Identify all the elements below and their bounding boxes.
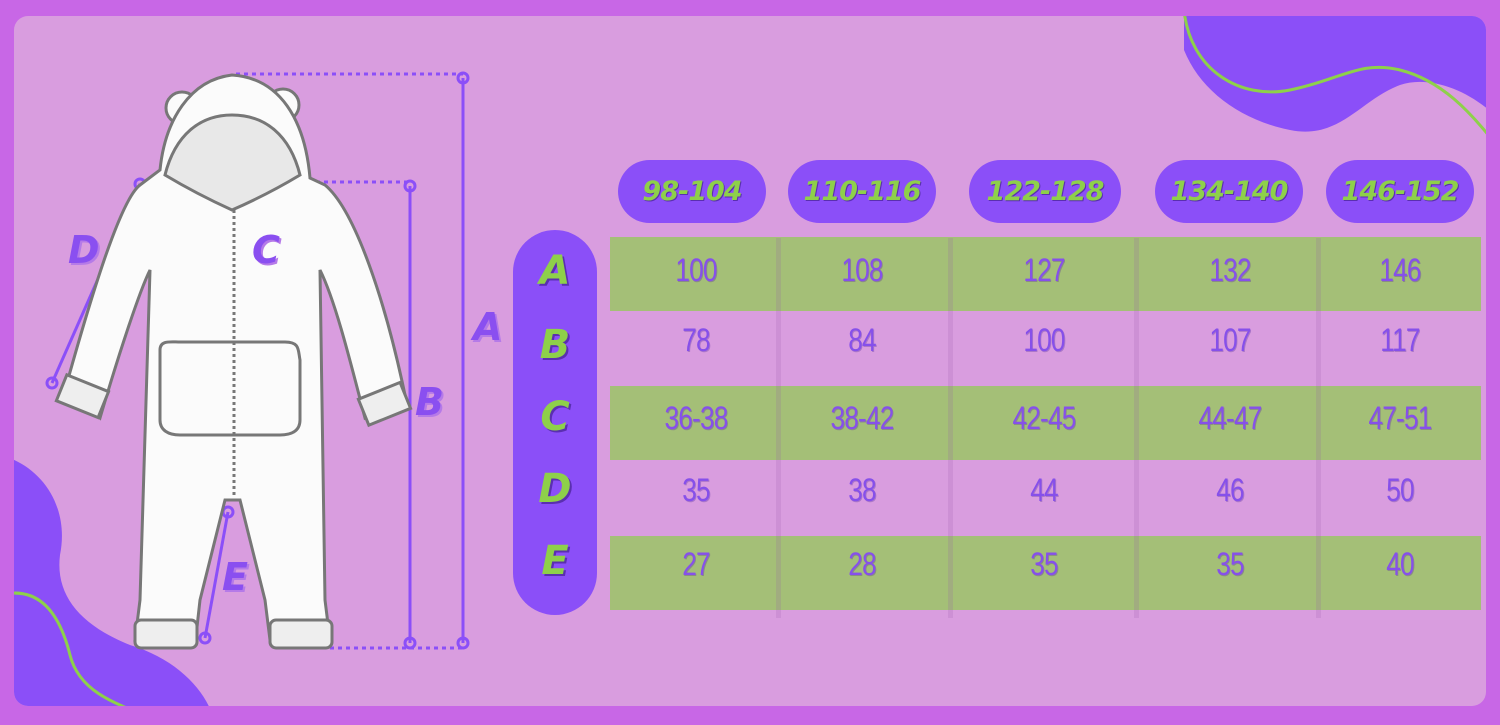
size-header-146-152: 146-152 <box>1326 160 1474 223</box>
column-divider <box>1134 238 1139 618</box>
row-label-e: E <box>541 538 569 584</box>
row-label-d: D <box>538 466 572 512</box>
table-cell: 84 <box>848 322 876 358</box>
table-cell: 117 <box>1380 322 1420 358</box>
table-cell: 35 <box>1216 546 1244 582</box>
table-cell: 44 <box>1030 472 1058 508</box>
table-cell: 100 <box>675 252 717 288</box>
table-cell: 46 <box>1216 472 1244 508</box>
table-cell: 107 <box>1209 322 1251 358</box>
row-label-b: B <box>539 322 571 368</box>
dimension-label-c: C <box>252 228 280 272</box>
row-label-column <box>513 230 597 615</box>
size-header-122-128: 122-128 <box>969 160 1121 223</box>
table-cell: 78 <box>682 322 710 358</box>
table-row-band-c <box>610 386 1481 460</box>
table-cell: 100 <box>1023 322 1065 358</box>
table-cell: 127 <box>1023 252 1065 288</box>
table-cell: 28 <box>848 546 876 582</box>
dimension-label-e: E <box>222 555 248 599</box>
onesie-illustration <box>45 71 470 650</box>
size-header-98-104: 98-104 <box>618 160 766 223</box>
table-row-band-a <box>610 237 1481 311</box>
table-row-band-e <box>610 536 1481 610</box>
table-cell: 35 <box>1030 546 1058 582</box>
table-cell: 27 <box>682 546 710 582</box>
dimension-label-b: B <box>415 380 444 424</box>
table-cell: 132 <box>1209 252 1251 288</box>
column-divider <box>1316 238 1321 618</box>
table-cell: 35 <box>682 472 710 508</box>
onesie-shape <box>54 73 413 650</box>
row-label-c: C <box>540 394 570 440</box>
table-cell: 146 <box>1379 252 1421 288</box>
size-header-134-140: 134-140 <box>1155 160 1303 223</box>
dimension-label-a: A <box>473 305 503 349</box>
column-divider <box>948 238 953 618</box>
table-cell: 44-47 <box>1198 400 1262 436</box>
measurement-lines <box>45 71 470 650</box>
table-cell: 38 <box>848 472 876 508</box>
decorative-blob-bottom-left <box>14 460 209 706</box>
decorative-blob-top-right <box>1183 16 1486 135</box>
column-divider <box>776 238 781 618</box>
dimension-label-d: D <box>68 228 100 272</box>
table-cell: 42-45 <box>1012 400 1076 436</box>
table-cell: 50 <box>1386 472 1414 508</box>
size-header-110-116: 110-116 <box>788 160 936 223</box>
row-label-a: A <box>539 248 571 294</box>
table-cell: 47-51 <box>1368 400 1432 436</box>
table-cell: 108 <box>841 252 883 288</box>
table-cell: 38-42 <box>830 400 894 436</box>
table-cell: 36-38 <box>664 400 728 436</box>
table-cell: 40 <box>1386 546 1414 582</box>
